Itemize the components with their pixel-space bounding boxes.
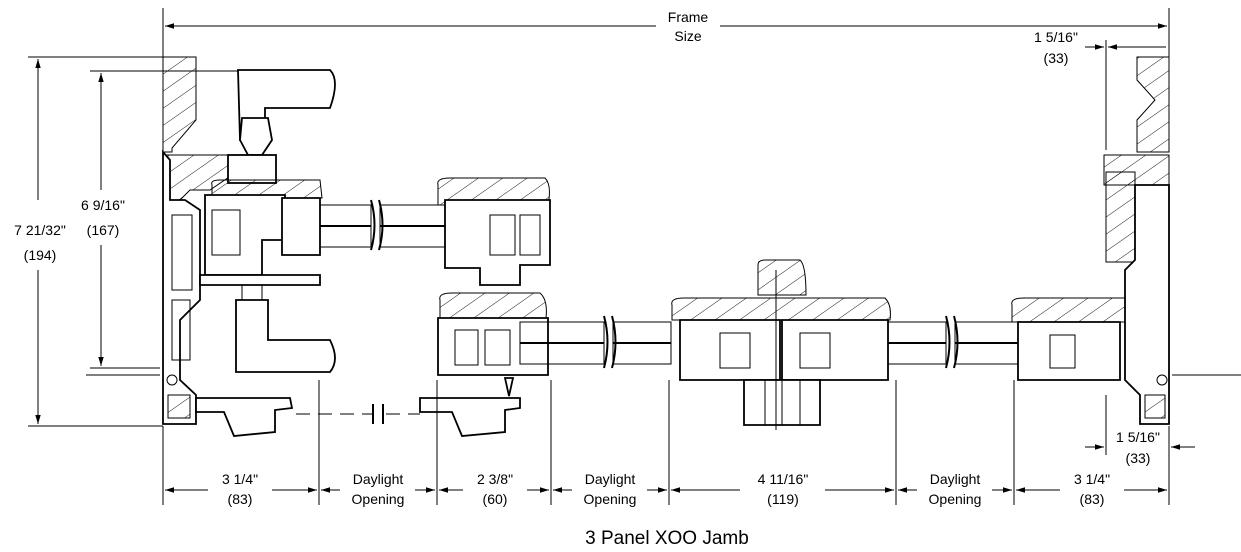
height-outer-in: 7 21/32"	[14, 222, 66, 238]
right-bottom-offset-mm: (33)	[1126, 450, 1151, 466]
dim-7-in: 3 1/4"	[1074, 471, 1110, 487]
dim-5-in: 4 11/16"	[758, 471, 809, 487]
height-inner-in: 6 9/16"	[81, 197, 125, 213]
right-bottom-offset-dimension: 1 5/16" (33)	[1085, 395, 1195, 466]
left-wood-framing	[162, 56, 233, 206]
dim-6-bottom: Opening	[929, 491, 982, 507]
left-frame-jamb	[86, 149, 201, 425]
dim-7-mm: (83)	[1080, 491, 1105, 507]
sash-operable-left	[199, 179, 372, 286]
right-top-offset-mm: (33)	[1044, 50, 1069, 66]
dim-3-in: 2 3/8"	[477, 471, 513, 487]
height-inner-mm: (167)	[87, 222, 120, 238]
dim-2-top: Daylight	[353, 471, 404, 487]
right-top-offset-dimension: 1 5/16" (33)	[1034, 29, 1166, 150]
sill-profiles	[195, 377, 521, 437]
dim-5-mm: (119)	[767, 491, 799, 507]
frame-size-line2: Size	[674, 28, 701, 44]
dim-4-top: Daylight	[585, 471, 636, 487]
sash-handle	[227, 69, 336, 373]
dim-3-mm: (60)	[483, 491, 508, 507]
dim-2-bottom: Opening	[352, 491, 405, 507]
dim-6-top: Daylight	[930, 471, 981, 487]
right-frame-jamb	[1103, 56, 1241, 425]
dim-1-mm: (83)	[228, 491, 253, 507]
height-dimensions: 7 21/32" (194) 6 9/16" (167)	[14, 56, 250, 427]
fixed-panels-row	[437, 259, 1129, 430]
right-top-offset-in: 1 5/16"	[1034, 29, 1078, 45]
frame-size-dimension: Frame Size	[162, 8, 1170, 60]
bottom-dimension-chain: 3 1/4" (83) Daylight Opening 2 3/8" (60)…	[162, 380, 1170, 507]
dim-1-in: 3 1/4"	[222, 471, 258, 487]
dim-4-bottom: Opening	[584, 491, 637, 507]
height-outer-mm: (194)	[24, 247, 57, 263]
right-bottom-offset-in: 1 5/16"	[1116, 429, 1160, 445]
sash-interlock-upper	[437, 177, 551, 286]
drawing-caption: 3 Panel XOO Jamb	[585, 528, 749, 549]
frame-size-line1: Frame	[668, 9, 709, 25]
